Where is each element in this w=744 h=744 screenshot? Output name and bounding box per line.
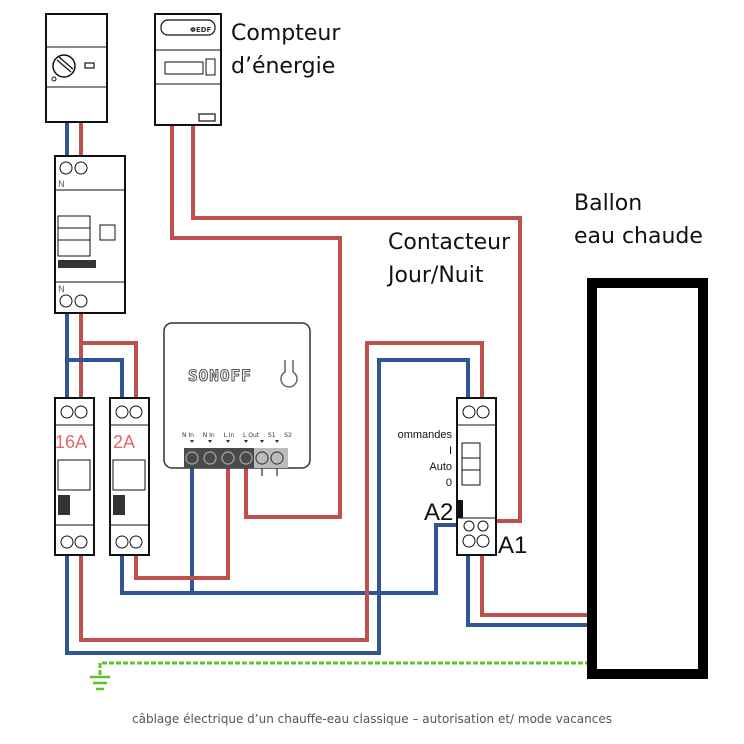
contactor-title: Contacteur Jour/Nuit: [388, 226, 510, 292]
terminal-a1-label: A1: [498, 532, 528, 559]
energy-meter: ΦEDF: [154, 13, 222, 126]
mode-label-on: I: [448, 445, 452, 457]
phase-wire-16a-to-contactor: [79, 341, 484, 642]
boiler-title-line1: Ballon: [574, 191, 643, 216]
mode-label-commandes: ommandes: [397, 429, 452, 441]
phase-wire-meter-to-sonoff: [170, 122, 342, 519]
meter-title: Compteur d’énergie: [231, 17, 340, 83]
figure-caption: câblage électrique d’un chauffe-eau clas…: [132, 712, 612, 726]
sonoff-sensor-icon: [280, 360, 298, 388]
neutral-wire-to-2a: [67, 358, 124, 400]
terminal-a2-label: A2: [424, 499, 454, 526]
neutral-wire-16a-to-contactor: [65, 358, 470, 655]
phase-wire-to-2a: [81, 341, 138, 400]
contactor-title-line2: Jour/Nuit: [388, 263, 484, 288]
terminal-label: N In: [202, 432, 215, 439]
earth-symbol-icon: [90, 675, 110, 691]
sonoff-logo: SONOFF: [188, 366, 252, 386]
neutral-wire-contactor-to-boiler: [466, 555, 590, 627]
terminal-label: S2: [284, 432, 292, 439]
earth-wire: [98, 661, 590, 675]
phase-wire-meter-to-a1: [191, 122, 522, 523]
sonoff-terminal-labels: N In N In L In L Out S1 S2: [182, 432, 292, 439]
neutral-wire-2a-to-a2: [120, 523, 458, 595]
boiler-title: Ballon eau chaude: [574, 187, 703, 253]
terminal-label: S1: [267, 432, 276, 439]
day-night-contactor: [456, 397, 497, 556]
svg-text:N: N: [58, 285, 65, 295]
svg-text:N: N: [58, 180, 65, 190]
svg-text:ΦEDF: ΦEDF: [190, 26, 212, 34]
contactor-mode-labels: ommandes I Auto 0: [380, 427, 452, 491]
breaker-2a-rating: 2A: [113, 432, 136, 452]
phase-wire-contactor-to-boiler: [480, 555, 590, 617]
terminal-label: L In: [223, 432, 235, 439]
meter-title-line1: Compteur: [231, 21, 341, 46]
breaker-2a: [109, 397, 150, 556]
boiler-title-line2: eau chaude: [574, 224, 703, 249]
water-heater-tank: [587, 278, 708, 679]
sonoff-module: [163, 322, 311, 469]
main-breaker: [45, 13, 108, 123]
mode-label-auto: Auto: [429, 461, 452, 473]
phase-wire-sonoff-lin: [134, 460, 230, 580]
terminal-label: N In: [182, 432, 194, 439]
contactor-title-line1: Contacteur: [388, 230, 511, 255]
mode-label-off: 0: [445, 477, 452, 489]
meter-title-line2: d’énergie: [231, 54, 336, 79]
breaker-16a-rating: 16A: [55, 432, 88, 452]
terminal-label: L Out: [243, 432, 260, 439]
breaker-16a: [54, 397, 95, 556]
differential-breaker: [54, 155, 126, 314]
